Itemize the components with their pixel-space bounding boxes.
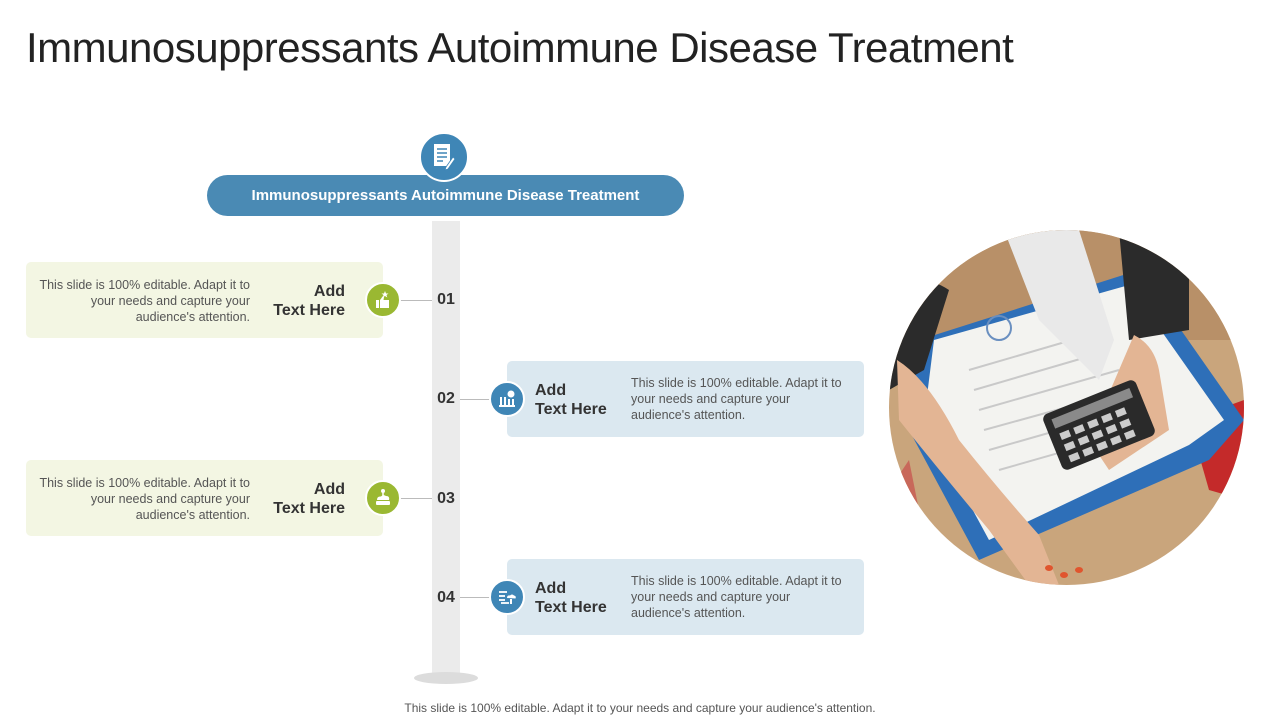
item-number-01: 01 [437,291,455,308]
item-heading-line2: Text Here [535,401,607,418]
thumbs-up-star-icon [365,282,401,318]
timeline-stem [432,221,460,676]
item-number-03: 03 [437,490,455,507]
footer-note: This slide is 100% editable. Adapt it to… [404,701,876,715]
document-icon [419,132,469,182]
item-description-01: This slide is 100% editable. Adapt it to… [39,278,250,324]
item-heading-02: Add Text Here [535,381,625,419]
timeline-stem-base [414,672,478,684]
item-card-04: Add Text Here This slide is 100% editabl… [507,559,864,635]
item-heading-line1: Add [313,481,345,498]
item-heading-line2: Text Here [273,302,345,319]
data-transfer-icon [489,579,525,615]
item-number-02: 02 [437,390,455,407]
bank-dollar-icon [489,381,525,417]
connector-03 [400,498,432,499]
item-heading-04: Add Text Here [535,579,625,617]
item-heading-line1: Add [535,580,567,597]
item-heading-01: Add Text Here [270,282,345,320]
page-title: Immunosuppressants Autoimmune Disease Tr… [26,24,1014,71]
item-heading-line1: Add [313,283,345,300]
item-description-03: This slide is 100% editable. Adapt it to… [39,476,250,522]
item-heading-03: Add Text Here [270,480,345,518]
item-heading-line1: Add [535,382,567,399]
connector-01 [400,300,432,301]
item-description-02: This slide is 100% editable. Adapt it to… [631,376,842,422]
item-heading-line2: Text Here [273,500,345,517]
item-number-04: 04 [437,589,455,606]
header-label: Immunosuppressants Autoimmune Disease Tr… [251,187,640,204]
item-description-04: This slide is 100% editable. Adapt it to… [631,574,842,620]
cloud-server-icon [365,480,401,516]
item-card-01: This slide is 100% editable. Adapt it to… [26,262,383,338]
item-heading-line2: Text Here [535,599,607,616]
item-card-02: Add Text Here This slide is 100% editabl… [507,361,864,437]
hands-with-calculator-photo [889,230,1244,585]
connector-04 [460,597,492,598]
item-card-03: This slide is 100% editable. Adapt it to… [26,460,383,536]
connector-02 [460,399,492,400]
